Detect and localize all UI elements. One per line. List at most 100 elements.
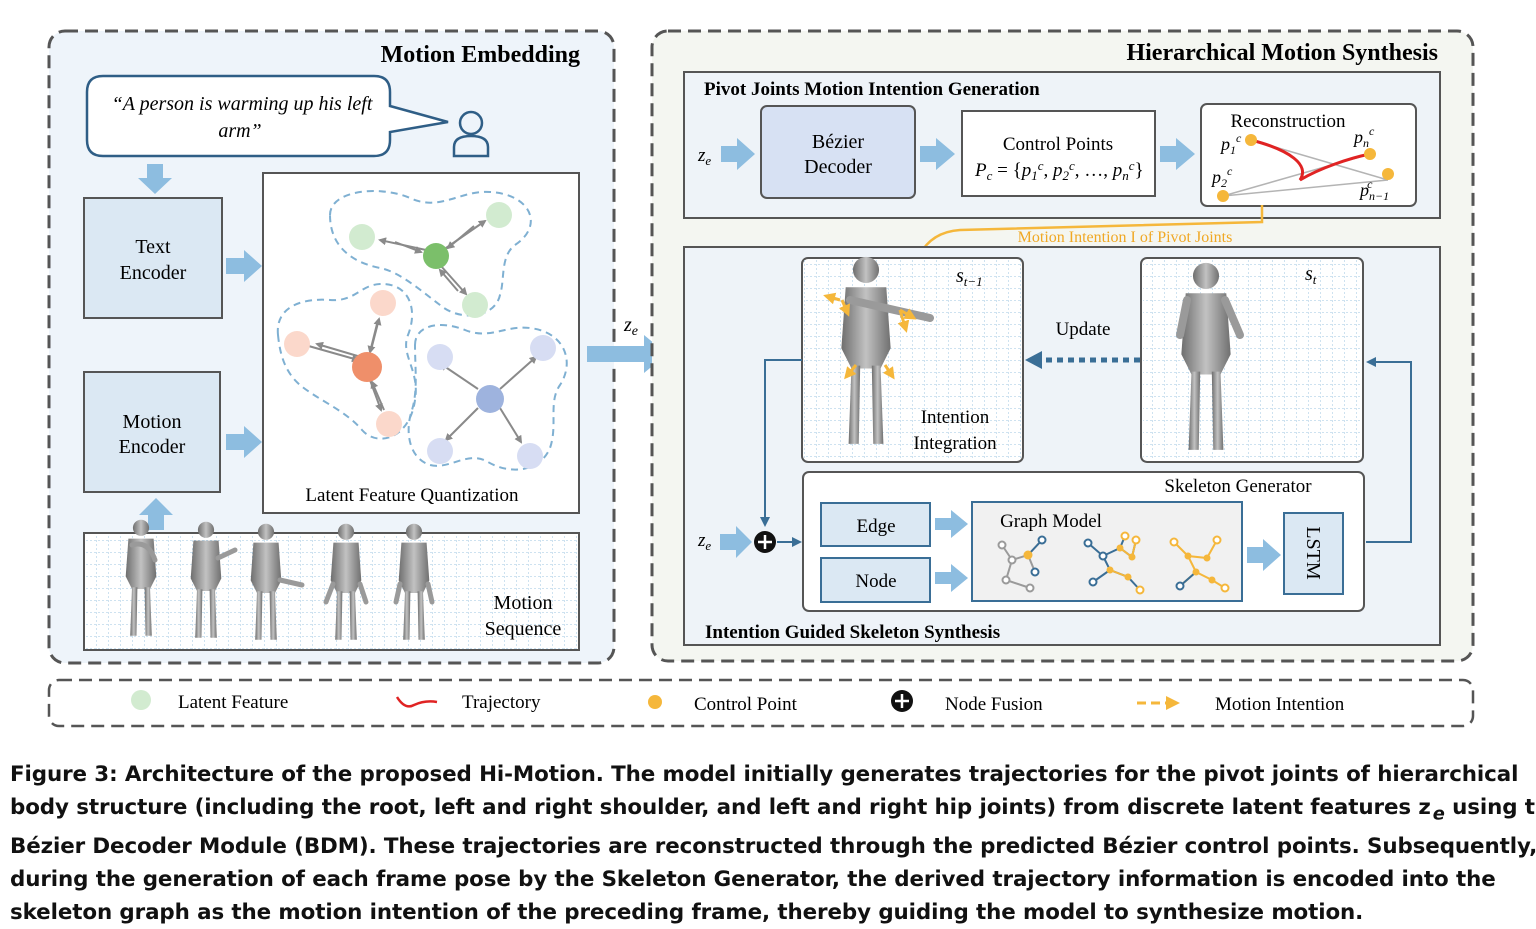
guided-section-title: Intention Guided Skeleton Synthesis [705, 622, 1000, 643]
skeleton-generator-title: Skeleton Generator [1164, 476, 1312, 497]
motion-embedding-panel: Motion Embedding “A person is warming up… [47, 29, 616, 665]
legend: Latent Feature Trajectory Control Point … [47, 678, 1475, 728]
control-point-dot [1245, 134, 1257, 146]
current-state-label: st [1305, 263, 1317, 287]
latent-feature-dot [376, 411, 402, 437]
sequence-to-encoder-arrow [139, 498, 173, 530]
legend-label: Motion Intention [1215, 694, 1345, 715]
control-point-dot [1382, 168, 1394, 180]
lstm-label: LSTM [1302, 526, 1324, 580]
latent-feature-dot [462, 292, 488, 318]
graph-model-label: Graph Model [1000, 511, 1102, 532]
latent-feature-dot [284, 331, 310, 357]
update-label: Update [1056, 319, 1111, 340]
skeleton-graph-3 [1169, 535, 1230, 593]
bezier-decoder-line2: Decoder [804, 156, 872, 178]
motion-sequence-box: Motion Sequence [83, 519, 580, 651]
legend-control-point-icon [648, 695, 662, 709]
control-to-reconstruction-arrow [1160, 138, 1195, 170]
latent-code-center [352, 352, 382, 382]
prompt-to-text-encoder-arrow [138, 164, 172, 194]
node-to-graph-arrow [935, 564, 968, 592]
latent-quantization-box: Latent Feature Quantization [262, 172, 580, 514]
control-points-formula: Pc = {p1c, p2c, …, pnc} [974, 158, 1144, 183]
legend-label: Node Fusion [945, 694, 1043, 715]
latent-symbol-between-panels: ze [623, 314, 638, 339]
control-point-dot [1217, 190, 1229, 202]
node-box [820, 557, 931, 603]
skeleton-graph-2 [1083, 531, 1145, 595]
motion-embedding-title: Motion Embedding [381, 42, 580, 68]
control-point-dot [1364, 148, 1376, 160]
intention-arrows [823, 292, 917, 380]
hierarchical-synthesis-panel: Hierarchical Motion Synthesis Pivot Join… [650, 29, 1475, 663]
edge-label: Edge [856, 516, 895, 537]
motion-intention-label: Motion Intention I of Pivot Joints [1018, 229, 1233, 246]
guided-synthesis-section: Intention Guided Skeleton Synthesis st−1… [683, 246, 1441, 646]
legend-node-fusion-icon [891, 690, 913, 712]
skeleton-graph-1 [997, 535, 1047, 593]
hierarchical-synthesis-title: Hierarchical Motion Synthesis [1126, 40, 1438, 66]
legend-motion-intention-icon [1137, 696, 1180, 710]
latent-feature-dot [349, 224, 375, 250]
edge-to-graph-arrow [935, 510, 968, 538]
legend-label: Latent Feature [178, 692, 288, 713]
latent-feature-dot [427, 344, 453, 370]
legend-trajectory-icon [395, 696, 438, 708]
latent-feature-dot [370, 290, 396, 316]
caption-line: skeleton graph as the motion intention o… [10, 900, 1364, 926]
caption-line: Figure 3: Architecture of the proposed H… [10, 762, 1519, 787]
latent-symbol-fusion: ze [697, 530, 711, 553]
motion-encoder-arrow [226, 426, 262, 458]
fusion-input-arrow [720, 526, 752, 558]
caption-line: Bézier Decoder Module (BDM). These traje… [10, 834, 1536, 860]
text-encoder-box: Text Encoder [83, 197, 223, 319]
legend-label: Trajectory [462, 692, 541, 713]
motion-encoder-line1: Motion [123, 411, 182, 433]
motion-sequence-line1: Motion [494, 592, 553, 614]
motion-sequence-line2: Sequence [485, 618, 562, 640]
motion-encoder-box: Motion Encoder [83, 371, 221, 493]
latent-feature-dot [517, 443, 543, 469]
trajectory-curve [1250, 138, 1371, 182]
prev-state-to-fusion-line [760, 359, 802, 527]
latent-symbol-pivot: ze [697, 145, 711, 168]
control-points-box [961, 110, 1156, 197]
control-points-title: Control Points [1003, 134, 1113, 155]
bezier-decoder-box [760, 105, 916, 199]
pivot-joints-section: Pivot Joints Motion Intention Generation… [683, 71, 1441, 219]
prompt-text-line2: arm” [218, 120, 261, 142]
text-encoder-arrow [226, 250, 262, 282]
lstm-box [1283, 512, 1344, 595]
bezier-decoder-line1: Bézier [812, 131, 865, 153]
motion-encoder-line2: Encoder [119, 436, 186, 458]
pivot-input-arrow [721, 138, 755, 170]
latent-code-center [423, 243, 449, 269]
edge-box [820, 502, 931, 547]
latent-feature-dot [486, 202, 512, 228]
pivot-joints-section-title: Pivot Joints Motion Intention Generation [704, 79, 1040, 100]
latent-flow-arrow [587, 335, 667, 373]
graph-to-lstm-arrow [1247, 539, 1281, 571]
text-encoder-line2: Encoder [120, 262, 187, 284]
latent-code-center [476, 385, 504, 413]
reconstruction-title: Reconstruction [1230, 111, 1346, 132]
caption-subscript: e [1432, 803, 1445, 825]
latent-feature-dot [427, 438, 453, 464]
user-icon [452, 110, 490, 158]
decoder-to-control-arrow [920, 138, 955, 170]
figure-caption: Figure 3: Architecture of the proposed H… [10, 758, 1536, 929]
architecture-diagram: Motion Embedding “A person is warming up… [47, 29, 1475, 728]
legend-label: Control Point [694, 694, 798, 715]
legend-latent-feature-icon [131, 690, 151, 710]
previous-state-label: st−1 [956, 265, 983, 289]
intention-integration-line1: Intention [921, 407, 990, 428]
caption-line: during the generation of each frame pose… [10, 867, 1496, 893]
latent-feature-dot [530, 335, 556, 361]
reconstruction-box [1200, 103, 1417, 207]
node-fusion-symbol [754, 531, 776, 553]
prompt-text-line1: “A person is warming up his left [112, 93, 373, 115]
text-prompt-bubble: “A person is warming up his left arm” [85, 74, 449, 158]
node-label: Node [855, 571, 896, 592]
caption-line-with-symbol: body structure (including the root, left… [10, 795, 1536, 825]
